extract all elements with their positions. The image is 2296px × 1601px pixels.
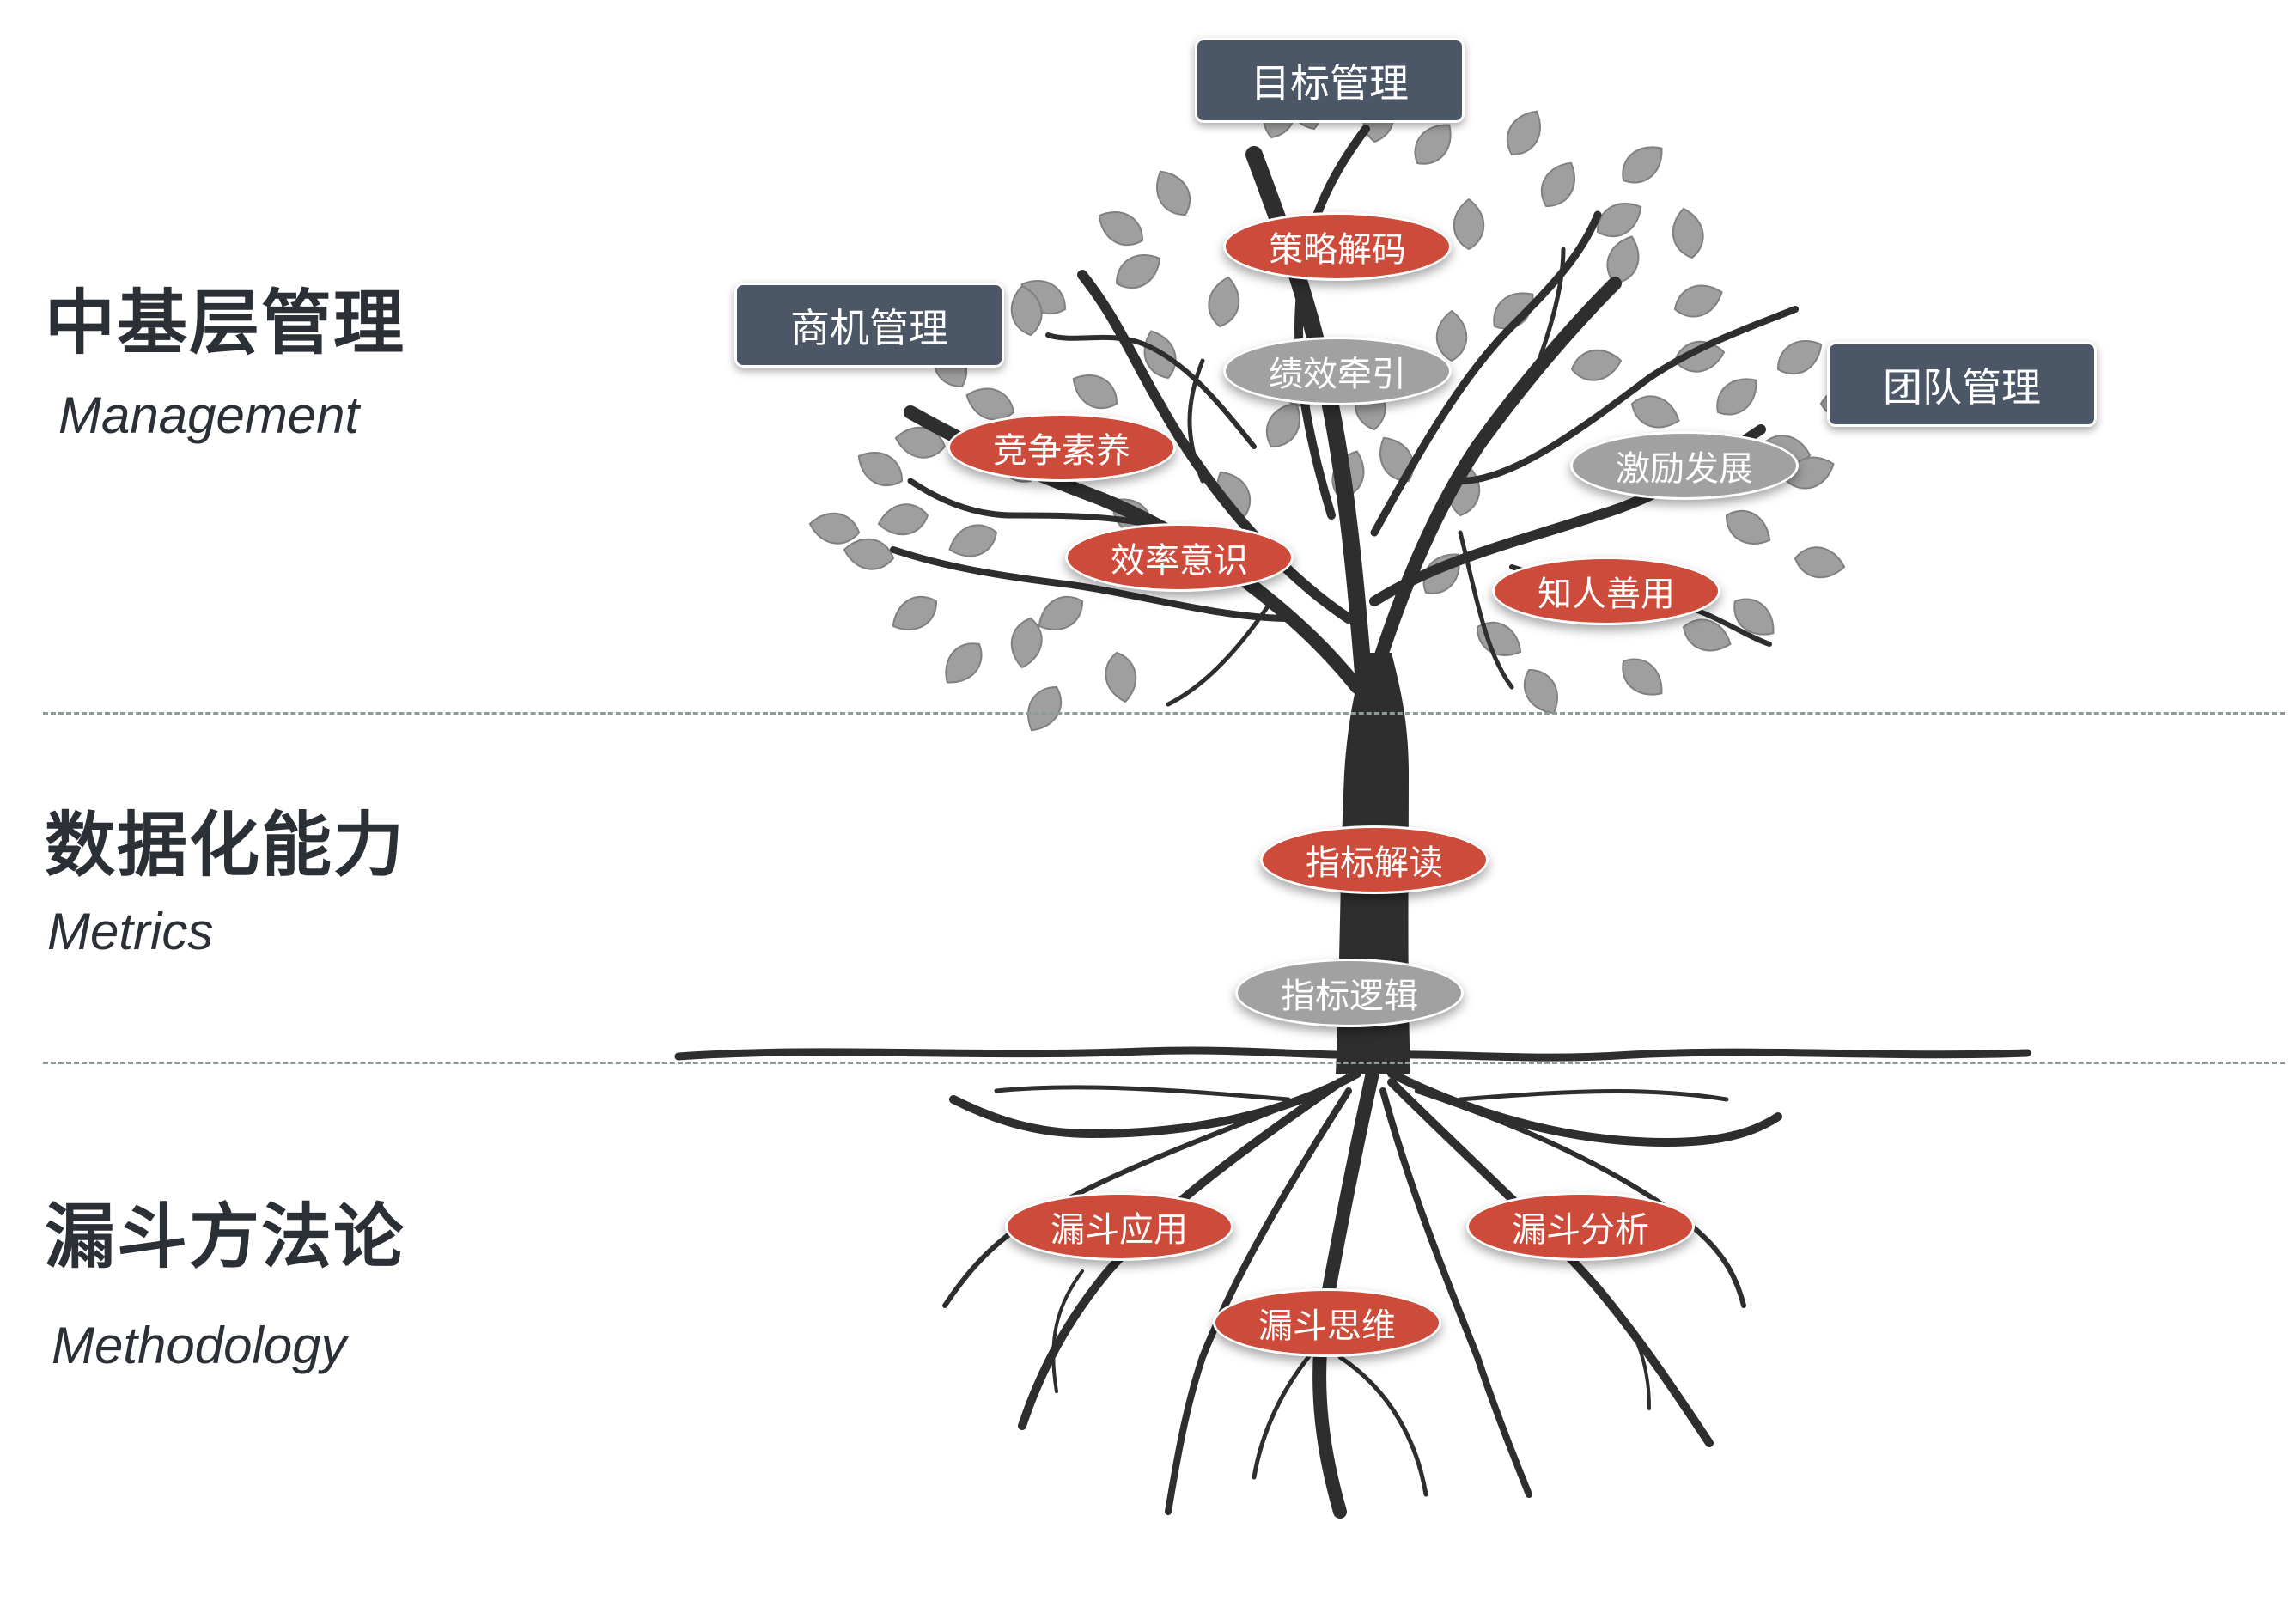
label-people-use: 知人善用 <box>1492 557 1720 625</box>
label-motivation-development: 激励发展 <box>1570 431 1799 500</box>
label-metric-interpretation: 指标解读 <box>1260 825 1489 894</box>
section-title-methodology: 漏斗方法论 <box>45 1196 406 1278</box>
section-subtitle-metrics: Metrics <box>47 903 214 960</box>
label-performance-traction: 绩效牵引 <box>1223 337 1452 405</box>
section-title-metrics: 数据化能力 <box>45 805 406 886</box>
section-subtitle-management: Management <box>58 387 360 444</box>
label-funnel-thinking: 漏斗思维 <box>1213 1288 1441 1357</box>
box-opportunity-management: 商机管理 <box>734 283 1004 368</box>
box-goal-management: 目标管理 <box>1195 38 1465 123</box>
box-team-management: 团队管理 <box>1827 342 2097 427</box>
label-metric-logic: 指标逻辑 <box>1235 959 1464 1027</box>
divider-management-metrics <box>43 712 2285 715</box>
divider-metrics-methodology <box>43 1062 2285 1064</box>
section-title-management: 中基层管理 <box>45 283 406 364</box>
label-funnel-analysis: 漏斗分析 <box>1466 1192 1695 1261</box>
ground-line <box>674 1046 2031 1062</box>
section-subtitle-methodology: Methodology <box>52 1317 347 1374</box>
label-efficiency-awareness: 效率意识 <box>1065 523 1294 592</box>
tree-roots <box>942 1058 1782 1519</box>
label-strategy-decode: 策略解码 <box>1223 212 1452 281</box>
label-funnel-application: 漏斗应用 <box>1005 1192 1233 1261</box>
label-competitive-literacy: 竞争素养 <box>947 413 1176 482</box>
